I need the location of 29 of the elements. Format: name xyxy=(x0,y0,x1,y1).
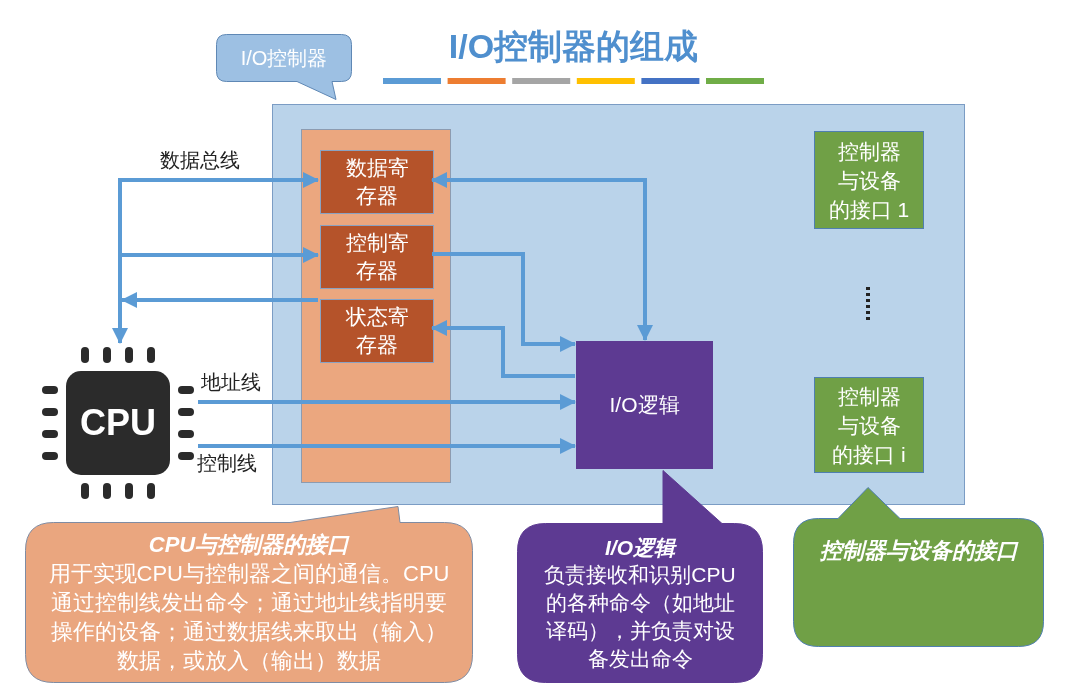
arrow xyxy=(198,394,576,410)
arrow xyxy=(431,320,575,378)
register-box: 状态寄存器 xyxy=(320,299,434,363)
arrow xyxy=(432,252,576,352)
chip-label: CPU xyxy=(79,401,157,445)
interface-box: 控制器与设备的接口 i xyxy=(814,377,924,473)
register-box: 控制寄存器 xyxy=(320,225,434,289)
interface-panel xyxy=(301,129,451,483)
bubble-text: 用于实现CPU与控制器之间的通信。CPU通过控制线发出命令；通过地址线指明要操作的设备；通过数据线来取出（输入）数据，或放入（输出）数据 xyxy=(47,559,451,676)
edge-label: 数据总线 xyxy=(160,148,240,172)
logic-box: I/O逻辑 xyxy=(576,341,713,469)
bubble-heading: I/O逻辑 xyxy=(605,534,675,561)
arrow xyxy=(121,292,318,308)
edge-label: 地址线 xyxy=(201,370,261,394)
speech-bubble xyxy=(517,470,763,683)
bubble-heading: CPU与控制器的接口 xyxy=(148,530,350,559)
edge-label: 控制线 xyxy=(197,451,257,475)
register-box: 数据寄存器 xyxy=(320,150,434,214)
speech-bubble xyxy=(216,34,352,101)
title: I/O控制器的组成 xyxy=(447,26,700,67)
speech-bubble xyxy=(25,506,473,683)
controller-panel xyxy=(272,104,965,505)
bubble-text: 负责接收和识别CPU的各种命令（如地址译码），并负责对设备发出命令 xyxy=(543,562,737,672)
interface-box: 控制器与设备的接口 1 xyxy=(814,131,924,229)
arrow xyxy=(431,172,653,341)
speech-bubble xyxy=(793,487,1044,647)
arrow xyxy=(198,438,576,454)
bubble-label: I/O控制器 xyxy=(240,45,328,71)
bubble-heading: 控制器与设备的接口 xyxy=(819,537,1018,565)
